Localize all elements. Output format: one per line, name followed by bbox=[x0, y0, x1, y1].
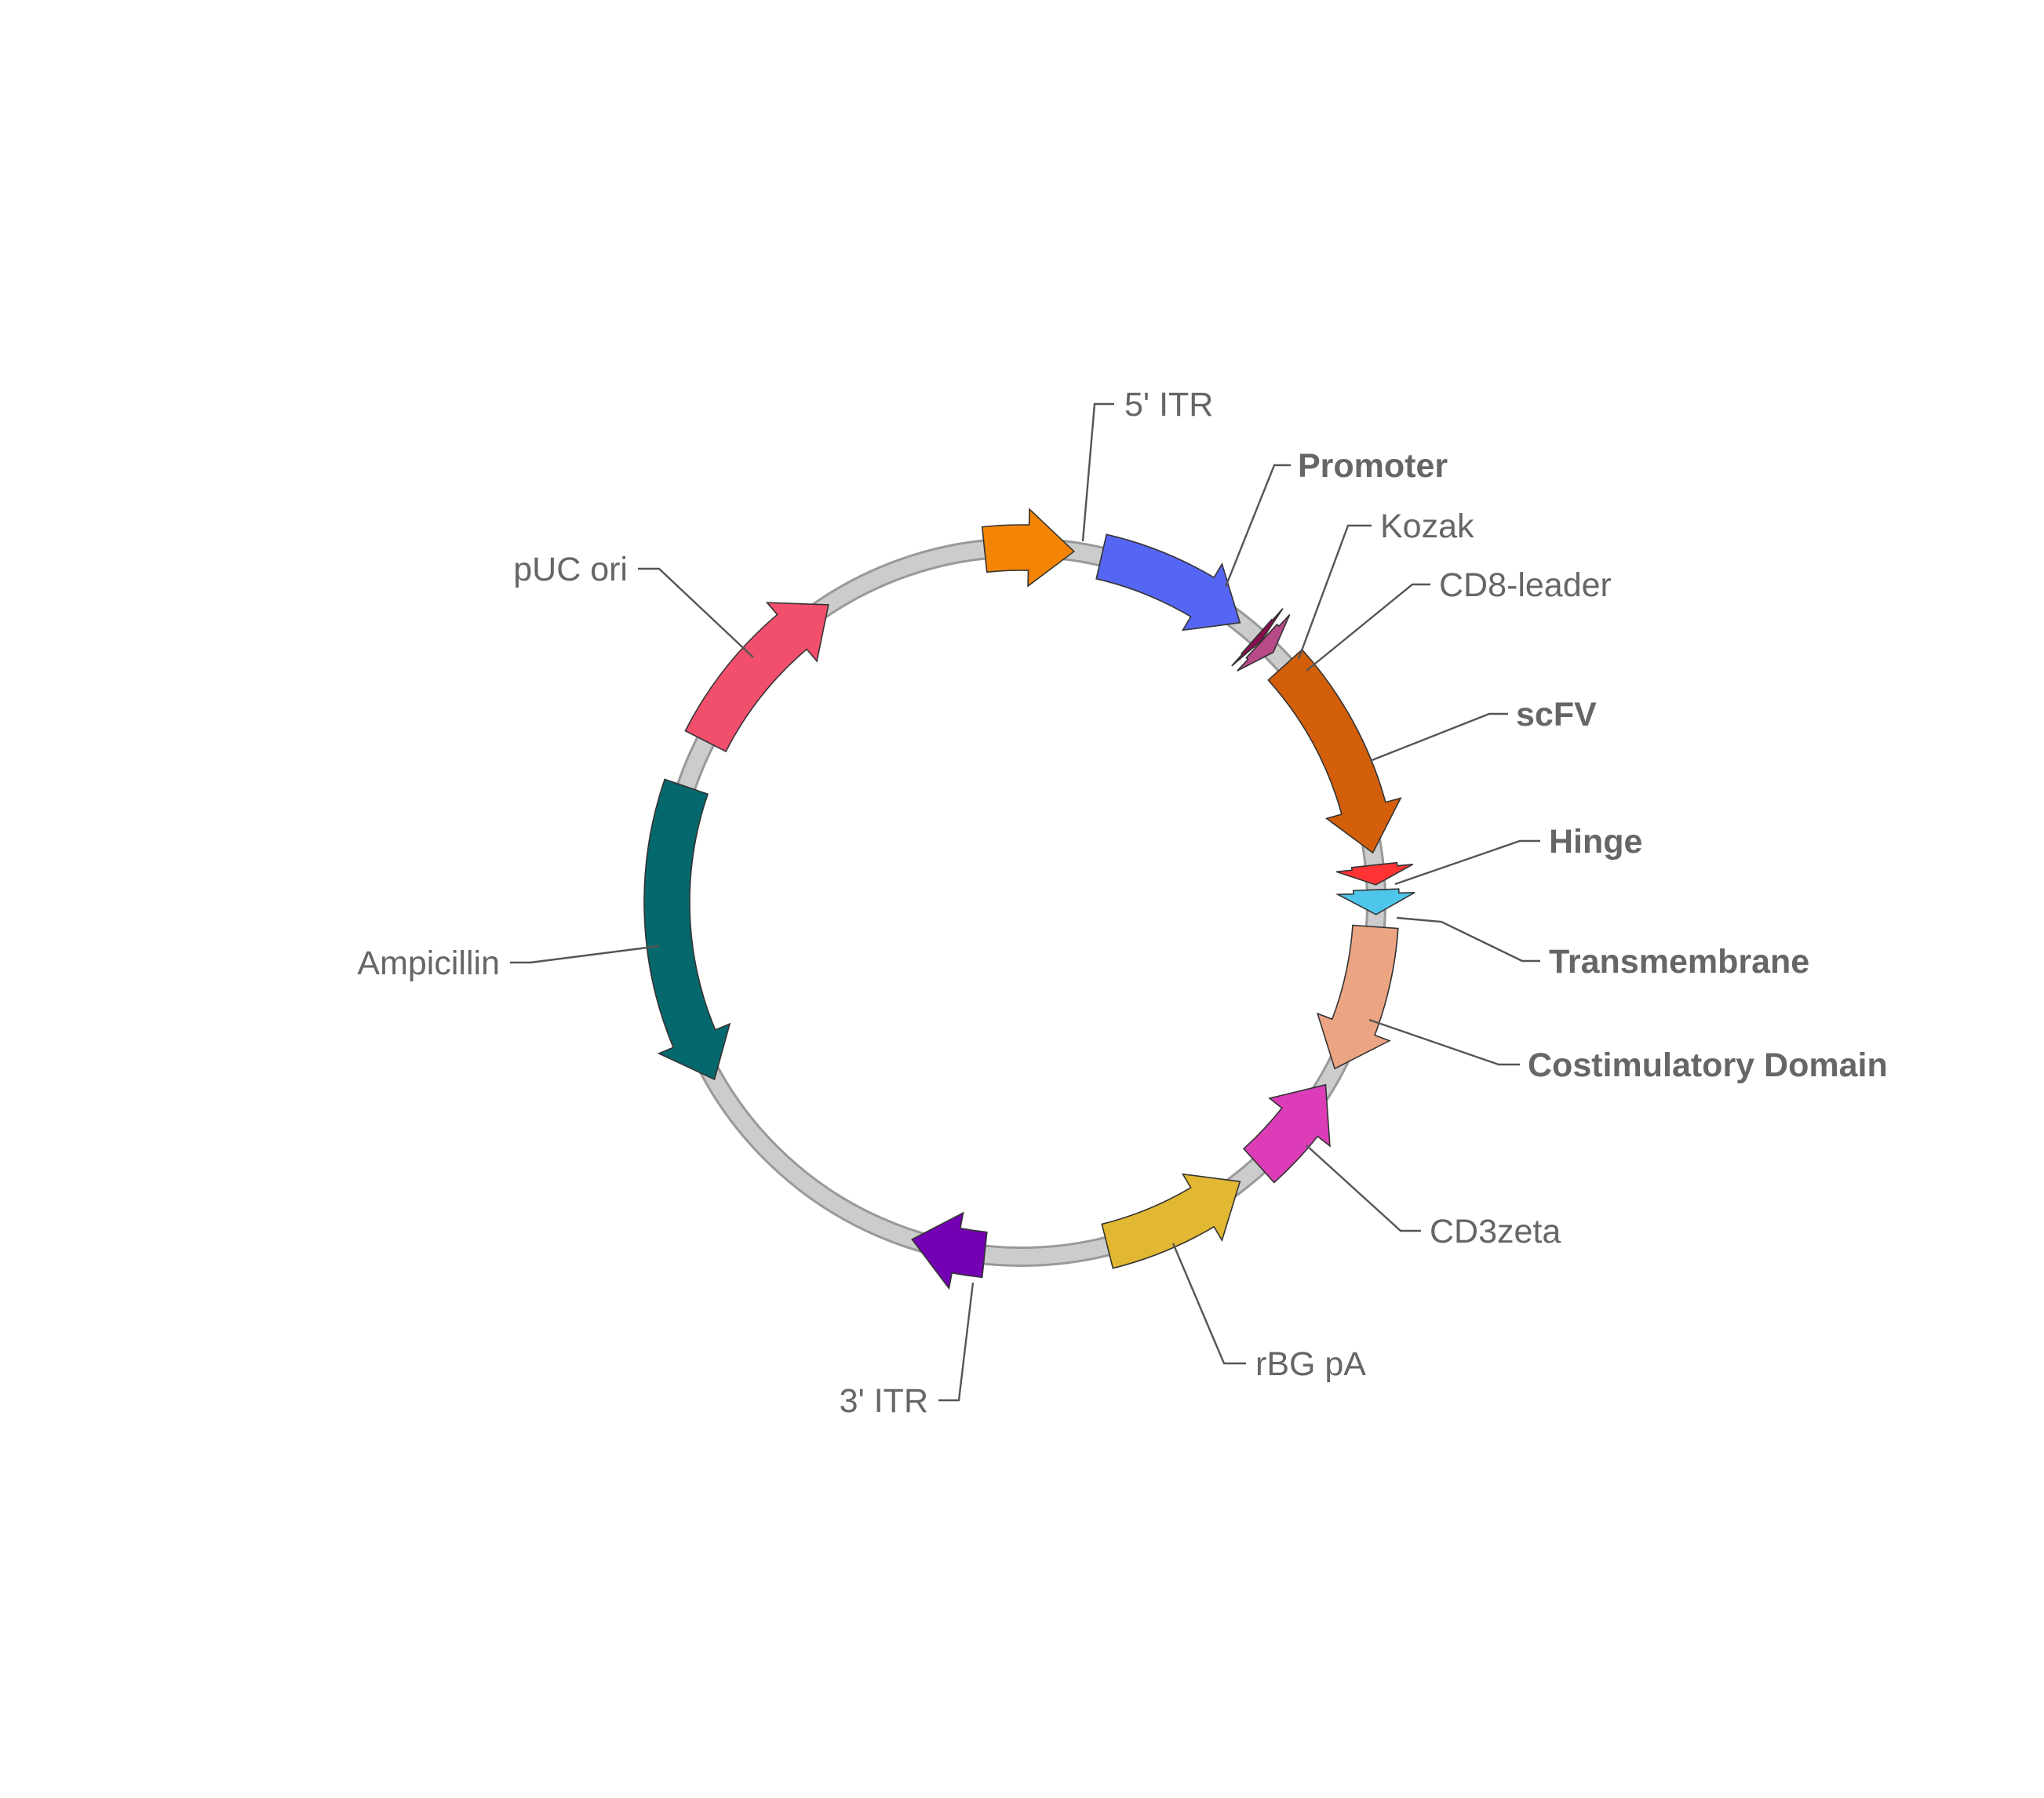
label-cd8-leader: CD8-leader bbox=[1439, 566, 1612, 604]
label-scfv: scFV bbox=[1516, 696, 1597, 733]
label-5-itr: 5' ITR bbox=[1124, 386, 1213, 424]
leader-line-costim bbox=[1368, 1018, 1520, 1066]
leader-line-itr3 bbox=[938, 1282, 975, 1402]
leader-line-rbgpa bbox=[1171, 1243, 1246, 1365]
feature-arrow-puc bbox=[684, 602, 829, 753]
feature-arrow-itr3 bbox=[911, 1211, 988, 1290]
leader-line-tm bbox=[1396, 916, 1540, 963]
label-transmembrane: Transmembrane bbox=[1549, 943, 1809, 981]
label-cd3zeta: CD3zeta bbox=[1430, 1213, 1561, 1250]
leader-line-promoter bbox=[1224, 464, 1291, 588]
feature-arrow-cd8leader bbox=[1237, 613, 1291, 672]
feature-arrow-kozak bbox=[1231, 608, 1284, 667]
leader-line-hinge bbox=[1394, 839, 1540, 886]
feature-arrow-itr5 bbox=[981, 508, 1076, 588]
leader-line-kozak bbox=[1297, 524, 1372, 660]
label-leader-lines bbox=[510, 402, 1540, 1402]
feature-arrow-costim bbox=[1316, 924, 1399, 1070]
feature-labels: 5' ITR Promoter Kozak CD8-leader scFV Hi… bbox=[357, 386, 1887, 1420]
label-3-itr: 3' ITR bbox=[840, 1382, 928, 1420]
label-costimulatory-domain: Costimulatory Domain bbox=[1528, 1046, 1888, 1084]
label-rbg-pa: rBG pA bbox=[1255, 1345, 1366, 1383]
feature-arrows bbox=[643, 508, 1415, 1290]
feature-arrow-promoter bbox=[1095, 533, 1241, 631]
leader-line-scfv bbox=[1369, 712, 1508, 763]
label-puc-ori: pUC ori bbox=[513, 551, 628, 588]
label-promoter: Promoter bbox=[1298, 447, 1448, 485]
feature-arrow-amp bbox=[643, 778, 731, 1081]
leader-line-puc bbox=[638, 567, 754, 658]
label-kozak: Kozak bbox=[1380, 508, 1474, 545]
feature-arrow-tm bbox=[1335, 888, 1415, 915]
feature-arrow-cd3zeta bbox=[1242, 1083, 1331, 1184]
leader-line-itr5 bbox=[1081, 402, 1114, 542]
leader-line-cd8leader bbox=[1306, 583, 1430, 672]
leader-line-cd3zeta bbox=[1306, 1145, 1421, 1232]
feature-arrow-scfv bbox=[1267, 649, 1402, 854]
leader-line-amp bbox=[510, 944, 660, 964]
feature-arrow-hinge bbox=[1335, 861, 1414, 886]
label-ampicillin: Ampicillin bbox=[357, 944, 500, 982]
label-hinge: Hinge bbox=[1549, 823, 1642, 861]
feature-arrow-rbgpa bbox=[1101, 1173, 1241, 1269]
